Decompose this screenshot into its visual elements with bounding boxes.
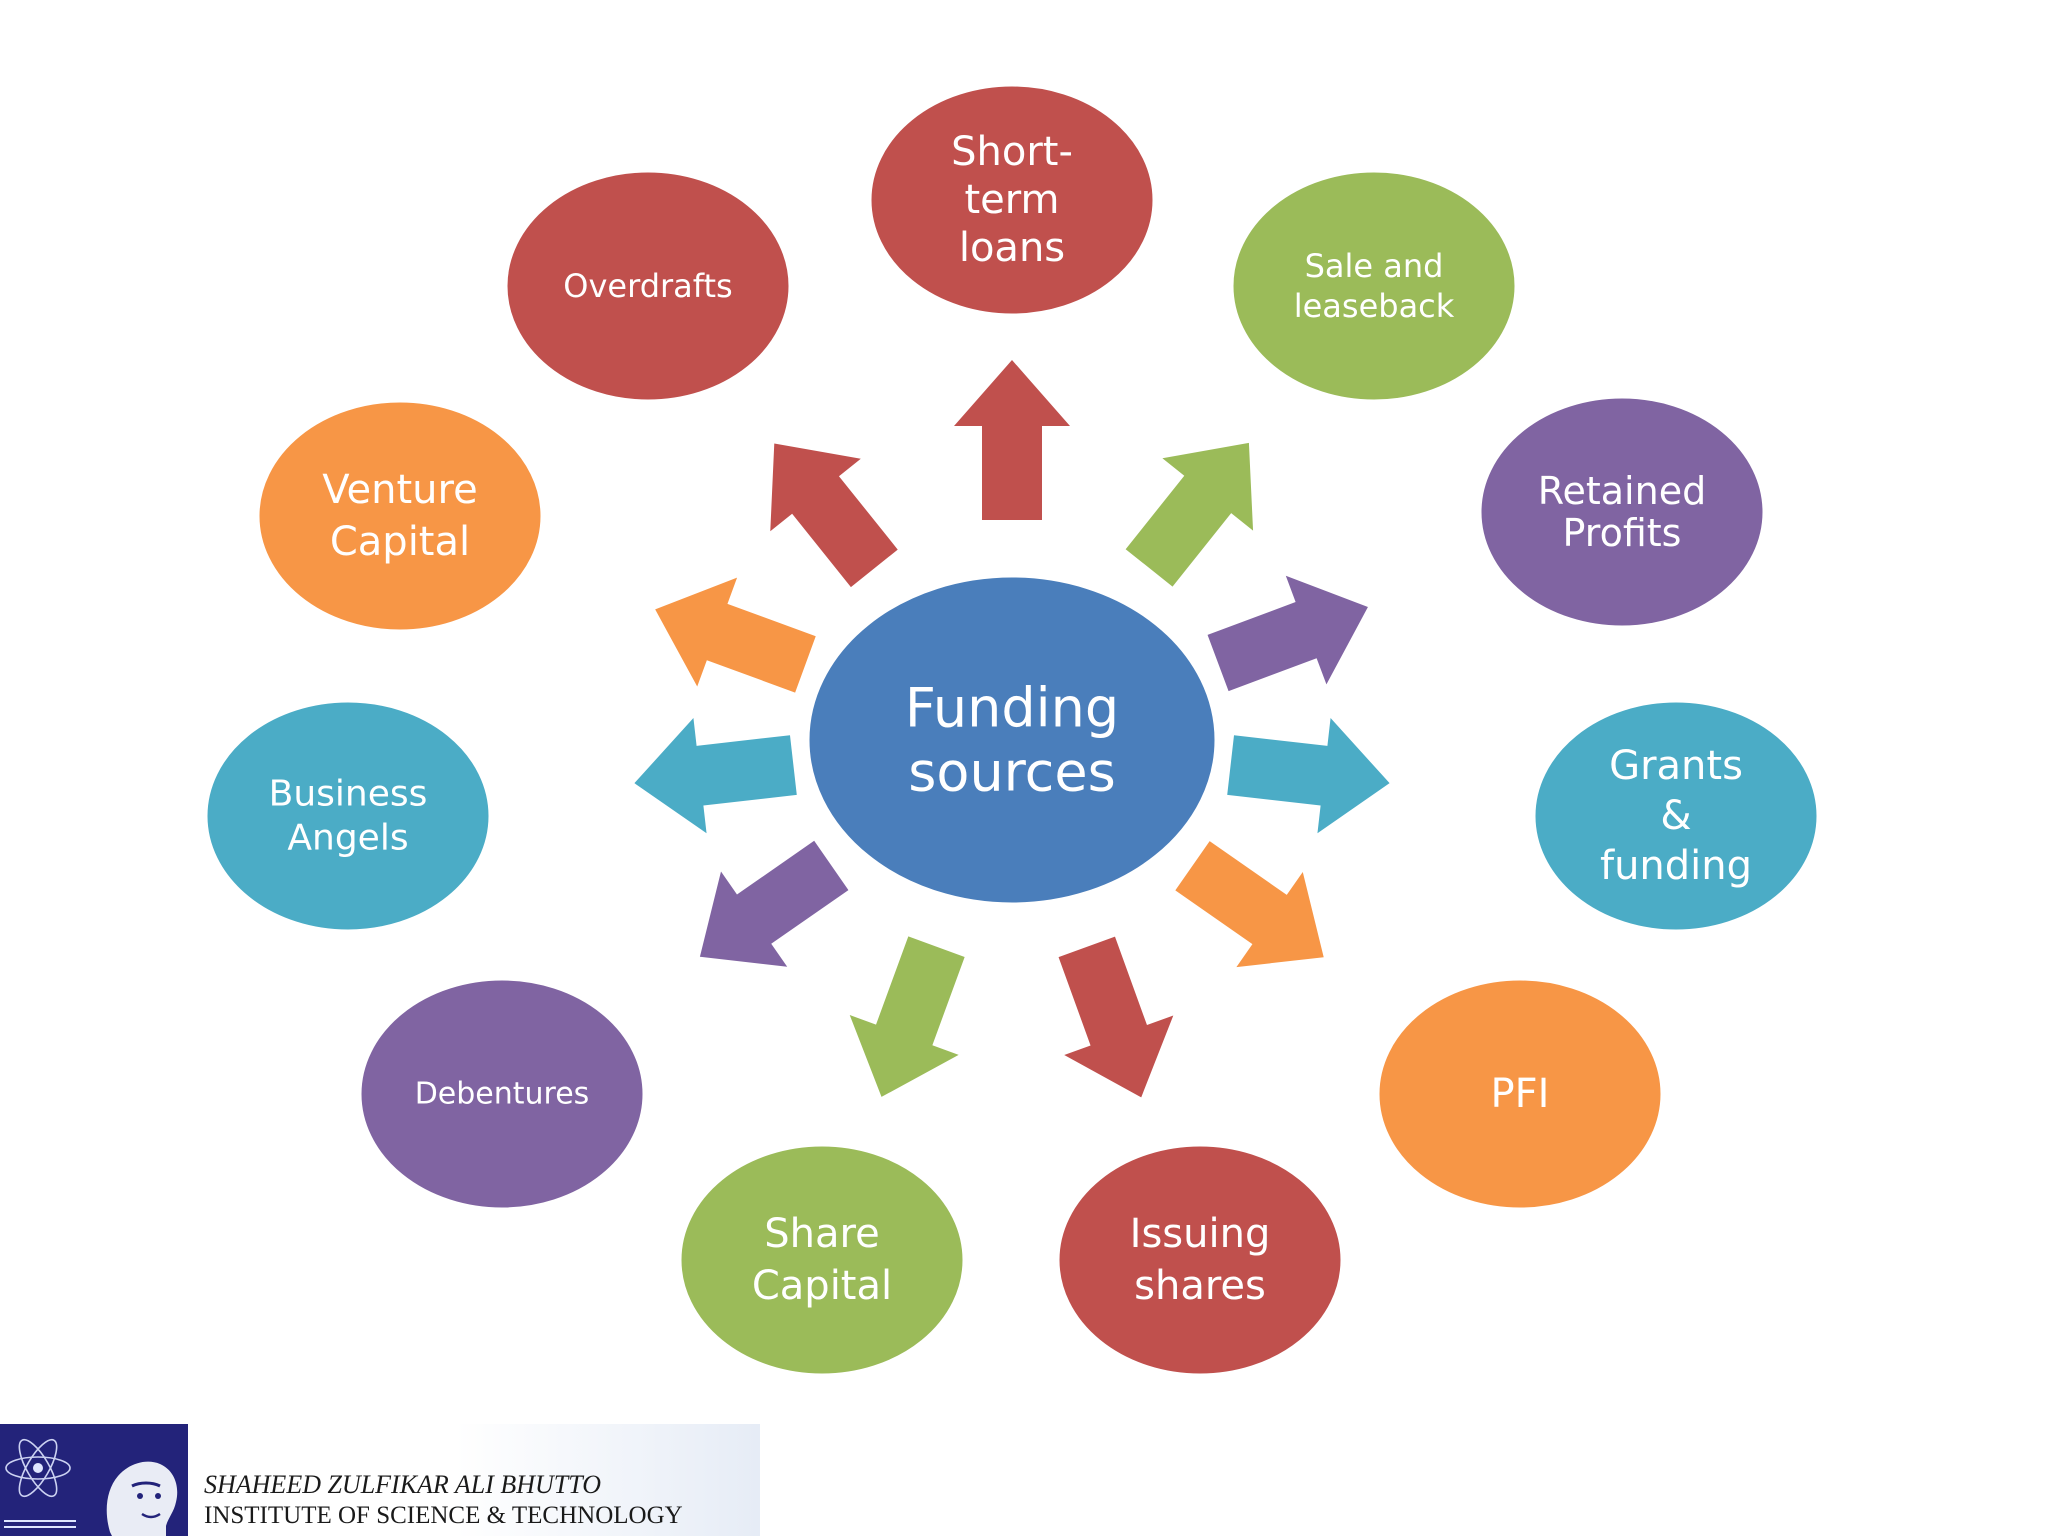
- node-issuing-shares: Issuing shares: [1056, 1143, 1344, 1377]
- pfi-circle: [1376, 977, 1664, 1211]
- arrow-to-grants-and-funding: [1227, 718, 1390, 834]
- retained-profits-label-line: Retained: [1538, 469, 1706, 513]
- arrow-to-business-angels: [634, 718, 797, 834]
- overdrafts-circle: [504, 169, 792, 403]
- business-angels-label-line: Angels: [287, 818, 408, 859]
- arrow-to-pfi: [1175, 841, 1324, 968]
- node-grants-and-funding: Grants&funding: [1532, 699, 1820, 933]
- venture-capital-circle: [256, 399, 544, 633]
- grants-and-funding-circle: [1532, 699, 1820, 933]
- business-angels-label-line: Business: [269, 774, 428, 815]
- sale-and-leaseback-label-line: leaseback: [1294, 287, 1455, 325]
- share-capital-label-line: Share: [764, 1211, 879, 1257]
- business-angels-circle: [204, 699, 492, 933]
- node-pfi: PFI: [1376, 977, 1664, 1211]
- sale-and-leaseback-circle: [1230, 169, 1518, 403]
- issuing-shares-label-line: Issuing: [1130, 1211, 1271, 1257]
- issuing-shares-circle: [1056, 1143, 1344, 1377]
- center-label-line: Funding: [905, 677, 1119, 740]
- issuing-shares-label-line: shares: [1134, 1263, 1266, 1309]
- pfi-label-line: PFI: [1491, 1071, 1550, 1117]
- node-overdrafts: Overdrafts: [504, 169, 792, 403]
- short-term-loans-circle: [868, 83, 1156, 317]
- arrow-to-sale-and-leaseback: [1125, 442, 1254, 587]
- grants-and-funding-label-line: &: [1660, 793, 1691, 839]
- retained-profits-label-line: Profits: [1563, 511, 1682, 555]
- short-term-loans-label-line: term: [965, 177, 1060, 223]
- debentures-label-line: Debentures: [415, 1077, 590, 1112]
- short-term-loans-label-line: Short-: [951, 129, 1073, 175]
- share-capital-circle: [678, 1143, 966, 1377]
- arrow-to-issuing-shares: [1058, 936, 1174, 1098]
- grants-and-funding-label-line: funding: [1600, 843, 1752, 889]
- institute-logo: [0, 1424, 188, 1536]
- arrow-to-short-term-loans: [954, 360, 1070, 520]
- institution-name-line1: SHAHEED ZULFIKAR ALI BHUTTO: [204, 1470, 602, 1499]
- venture-capital-label-line: Capital: [330, 519, 470, 565]
- overdrafts-label-line: Overdrafts: [563, 267, 732, 305]
- institution-name-line2: INSTITUTE OF SCIENCE & TECHNOLOGY: [204, 1502, 683, 1529]
- center-circle: [806, 574, 1218, 906]
- debentures-circle: [358, 977, 646, 1211]
- venture-capital-label-line: Venture: [322, 467, 477, 513]
- arrow-to-overdrafts: [770, 443, 898, 588]
- arrow-to-debentures: [699, 840, 849, 967]
- short-term-loans-label-line: loans: [959, 225, 1065, 271]
- institution-footer: SHAHEED ZULFIKAR ALI BHUTTO INSTITUTE OF…: [0, 1424, 760, 1536]
- center-label-line: sources: [908, 741, 1115, 804]
- retained-profits-circle: [1478, 395, 1766, 629]
- arrow-to-share-capital: [849, 936, 965, 1097]
- sale-and-leaseback-label-line: Sale and: [1305, 247, 1444, 285]
- node-debentures: Debentures: [358, 977, 646, 1211]
- arrow-to-retained-profits: [1207, 575, 1368, 692]
- grants-and-funding-label-line: Grants: [1609, 743, 1743, 789]
- arrow-to-venture-capital: [655, 577, 816, 693]
- share-capital-label-line: Capital: [752, 1263, 892, 1309]
